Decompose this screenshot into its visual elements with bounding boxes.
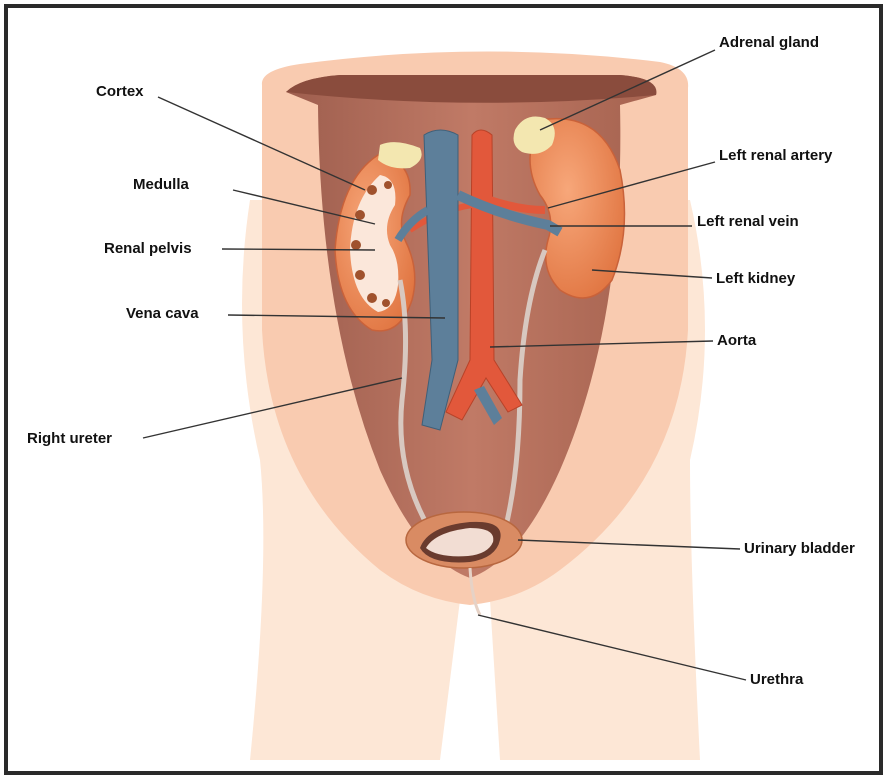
label-left-renal-vein: Left renal vein <box>697 213 799 231</box>
label-left-kidney: Left kidney <box>716 270 795 288</box>
leader-renal-pelvis <box>222 249 375 250</box>
label-left-renal-artery: Left renal artery <box>719 147 832 165</box>
urinary-bladder-organ <box>406 512 522 568</box>
label-vena-cava: Vena cava <box>126 305 199 323</box>
label-aorta: Aorta <box>717 332 756 350</box>
label-right-ureter: Right ureter <box>27 430 112 448</box>
label-renal-pelvis: Renal pelvis <box>104 240 192 258</box>
label-urinary-bladder: Urinary bladder <box>744 540 855 558</box>
label-adrenal-gland: Adrenal gland <box>719 34 819 52</box>
label-medulla: Medulla <box>133 176 189 194</box>
label-urethra: Urethra <box>750 671 803 689</box>
label-cortex: Cortex <box>96 83 144 101</box>
